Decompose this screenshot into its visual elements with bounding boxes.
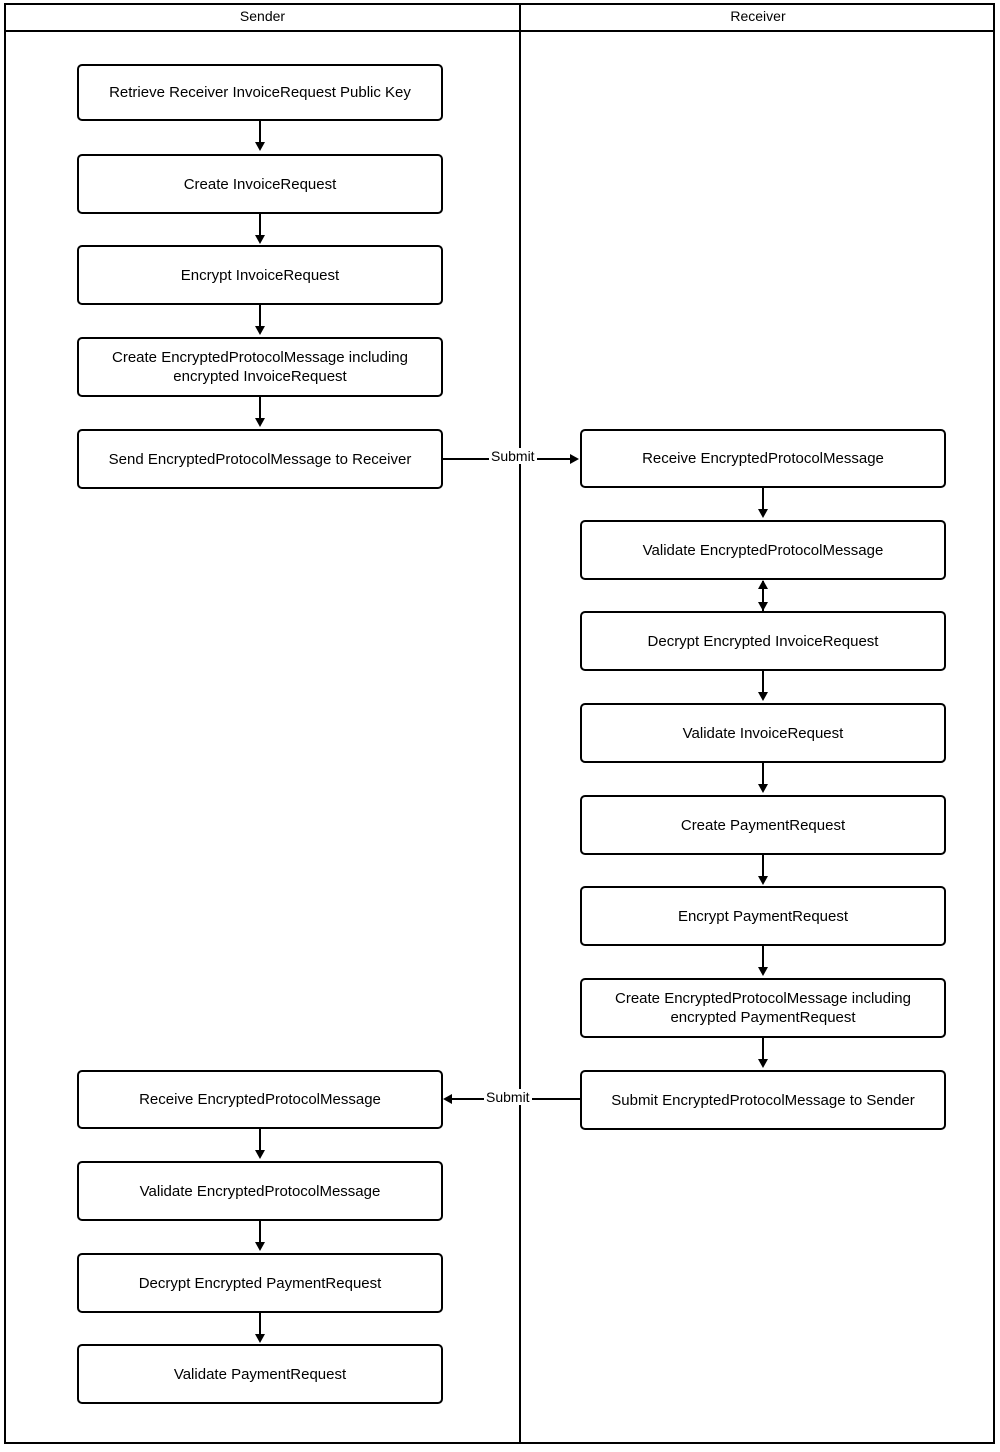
node-validate-epm-receiver[interactable]: Validate EncryptedProtocolMessage	[580, 520, 946, 580]
edge-r5-r6-line	[762, 855, 764, 877]
node-encrypt-paymentrequest[interactable]: Encrypt PaymentRequest	[580, 886, 946, 946]
edge-s2-s3-line	[259, 214, 261, 236]
edge-label-submit-to-sender: Submit	[484, 1089, 532, 1105]
edge-r4-r5-line	[762, 763, 764, 785]
edge-r3-r4-line	[762, 671, 764, 693]
edge-s2-s3-arrowhead	[255, 235, 265, 244]
edge-s1-s2-line	[259, 121, 261, 143]
edge-r7-r8-arrowhead	[758, 1059, 768, 1068]
lane-title-sender: Sender	[239, 8, 286, 24]
edge-r3-r4-arrowhead	[758, 692, 768, 701]
edge-r4-r5-arrowhead	[758, 784, 768, 793]
edge-label-submit-to-receiver: Submit	[489, 448, 537, 464]
edge-submit-to-sender-arrowhead	[443, 1094, 452, 1104]
lane-vertical-divider	[519, 3, 521, 1444]
edge-r7-r8-line	[762, 1038, 764, 1060]
node-receive-epm-receiver[interactable]: Receive EncryptedProtocolMessage	[580, 429, 946, 488]
lane-header-divider	[4, 30, 995, 32]
node-validate-invoicerequest[interactable]: Validate InvoiceRequest	[580, 703, 946, 763]
edge-s7-s8-arrowhead	[255, 1242, 265, 1251]
edge-s6-s7-line	[259, 1129, 261, 1151]
node-create-invoicerequest[interactable]: Create InvoiceRequest	[77, 154, 443, 214]
edge-s8-s9-arrowhead	[255, 1334, 265, 1343]
edge-r5-r6-arrowhead	[758, 876, 768, 885]
edge-s4-s5-line	[259, 397, 261, 419]
node-create-epm-invoicerequest[interactable]: Create EncryptedProtocolMessage includin…	[77, 337, 443, 397]
node-send-epm-to-receiver[interactable]: Send EncryptedProtocolMessage to Receive…	[77, 429, 443, 489]
edge-r2-r3-arrowhead-down	[758, 602, 768, 611]
edge-s7-s8-line	[259, 1221, 261, 1243]
edge-r1-r2-arrowhead	[758, 509, 768, 518]
lane-title-receiver: Receiver	[730, 8, 786, 24]
node-encrypt-invoicerequest[interactable]: Encrypt InvoiceRequest	[77, 245, 443, 305]
edge-r2-r3-line	[762, 581, 764, 611]
edge-s4-s5-arrowhead	[255, 418, 265, 427]
edge-s3-s4-arrowhead	[255, 326, 265, 335]
node-decrypt-encrypted-invoicerequest[interactable]: Decrypt Encrypted InvoiceRequest	[580, 611, 946, 671]
edge-r2-r3-arrowhead-up	[758, 580, 768, 589]
edge-r1-r2-line	[762, 488, 764, 510]
edge-r6-r7-line	[762, 946, 764, 968]
node-create-paymentrequest[interactable]: Create PaymentRequest	[580, 795, 946, 855]
edge-r6-r7-arrowhead	[758, 967, 768, 976]
node-submit-epm-to-sender[interactable]: Submit EncryptedProtocolMessage to Sende…	[580, 1070, 946, 1130]
node-receive-epm-sender[interactable]: Receive EncryptedProtocolMessage	[77, 1070, 443, 1129]
node-validate-paymentrequest[interactable]: Validate PaymentRequest	[77, 1344, 443, 1404]
edge-s3-s4-line	[259, 305, 261, 327]
edge-s6-s7-arrowhead	[255, 1150, 265, 1159]
edge-submit-to-receiver-arrowhead	[570, 454, 579, 464]
node-retrieve-receiver-public-key[interactable]: Retrieve Receiver InvoiceRequest Public …	[77, 64, 443, 121]
edge-s1-s2-arrowhead	[255, 142, 265, 151]
edge-s8-s9-line	[259, 1313, 261, 1335]
node-create-epm-paymentrequest[interactable]: Create EncryptedProtocolMessage includin…	[580, 978, 946, 1038]
node-validate-epm-sender[interactable]: Validate EncryptedProtocolMessage	[77, 1161, 443, 1221]
node-decrypt-encrypted-paymentrequest[interactable]: Decrypt Encrypted PaymentRequest	[77, 1253, 443, 1313]
